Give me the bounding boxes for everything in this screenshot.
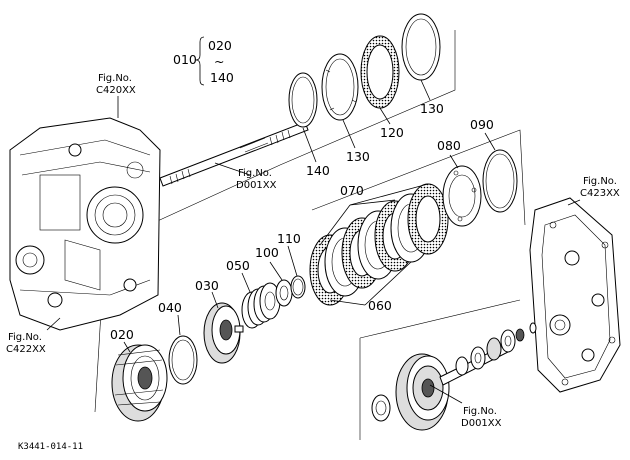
diagram-code: K3441-014-11: [18, 442, 83, 452]
label-080: 080: [437, 138, 461, 153]
label-060: 060: [368, 298, 392, 313]
return-spring-050: [241, 282, 281, 329]
figref-d001-shaft-code: D001XX: [236, 180, 277, 191]
figref-d001-gear-title: Fig.No.: [463, 406, 497, 417]
label-140: 140: [306, 163, 330, 178]
label-130b: 130: [420, 101, 444, 116]
figref-c422-title: Fig.No.: [8, 332, 42, 343]
pressure-plate-080: [442, 165, 482, 227]
label-130a: 130: [346, 149, 370, 164]
o-ring-040: [168, 335, 198, 385]
label-110: 110: [277, 231, 301, 246]
separate-plate-130a: [321, 53, 359, 121]
label-050: 050: [226, 258, 250, 273]
snap-ring-090: [482, 149, 518, 213]
figref-d001-gear-code: D001XX: [461, 418, 502, 429]
washer-100: [275, 279, 293, 307]
snap-ring-140: [288, 72, 318, 128]
label-120: 120: [380, 125, 404, 140]
part-labels: 010 020 ~ 140 020 040 030 050 100 110 07…: [110, 38, 494, 342]
left-transmission-housing: [9, 117, 161, 331]
separate-plate-130b: [401, 13, 441, 81]
label-020: 020: [110, 327, 134, 342]
figref-c420-code: C420XX: [96, 85, 136, 96]
label-100: 100: [255, 245, 279, 260]
label-030: 030: [195, 278, 219, 293]
snap-ring-110: [290, 275, 306, 299]
right-case-cover: [529, 197, 621, 393]
label-070: 070: [340, 183, 364, 198]
label-020-range-start: 020: [208, 38, 232, 53]
friction-plate-120: [360, 35, 400, 109]
label-140-range-end: 140: [210, 70, 234, 85]
main-shaft: [159, 121, 309, 187]
clutch-drum-020: [111, 344, 168, 422]
label-010: 010: [173, 52, 197, 67]
group-bracket-010: [195, 36, 205, 86]
figref-c423-code: C423XX: [580, 188, 620, 199]
figref-c420-title: Fig.No.: [98, 73, 132, 84]
gear-shaft-assembly: [371, 322, 537, 431]
label-range-tilde: ~: [214, 54, 224, 69]
leader-lines: [46, 79, 581, 404]
figref-d001-shaft-title: Fig.No.: [238, 168, 272, 179]
figure-references: Fig.No. C420XX Fig.No. D001XX Fig.No. C4…: [6, 73, 620, 429]
piston-030: [203, 302, 244, 364]
clutch-pack: [309, 183, 449, 306]
label-090: 090: [470, 117, 494, 132]
label-040: 040: [158, 300, 182, 315]
figref-c423-title: Fig.No.: [583, 176, 617, 187]
figref-c422-code: C422XX: [6, 344, 46, 355]
